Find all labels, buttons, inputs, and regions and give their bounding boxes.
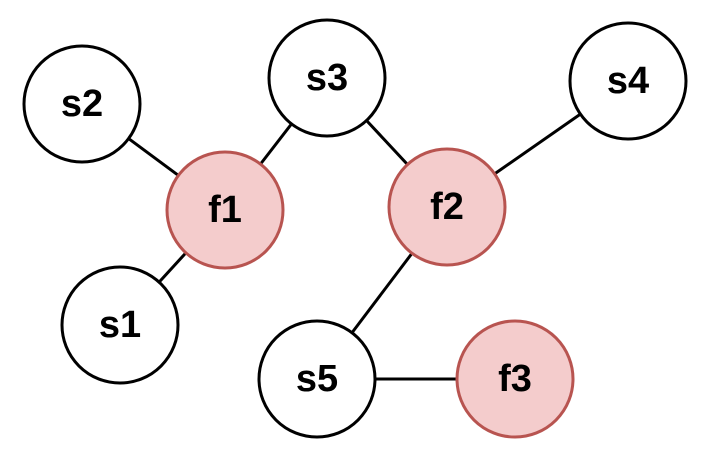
edge-f1-s3 — [259, 122, 293, 166]
node-circle-s5 — [257, 319, 377, 439]
node-circle-f2 — [387, 147, 507, 267]
edge-s2-f1 — [127, 137, 180, 177]
node-circle-f1 — [165, 150, 285, 270]
node-label-f2: f2 — [430, 186, 464, 228]
node-f2: f2 — [387, 147, 507, 267]
node-label-s1: s1 — [99, 304, 141, 346]
node-circle-s4 — [568, 21, 688, 141]
node-label-s2: s2 — [61, 83, 103, 125]
node-circle-f3 — [455, 319, 575, 439]
node-circle-s2 — [22, 44, 142, 164]
node-circle-s3 — [267, 18, 387, 138]
node-s2: s2 — [22, 44, 142, 164]
node-label-f3: f3 — [498, 358, 532, 400]
node-circle-s1 — [60, 265, 180, 385]
edge-f2-s4 — [493, 112, 582, 176]
node-label-s4: s4 — [607, 60, 649, 102]
node-s3: s3 — [267, 18, 387, 138]
node-s4: s4 — [568, 21, 688, 141]
node-label-s3: s3 — [306, 57, 348, 99]
edges-layer — [127, 112, 582, 381]
edge-f1-s1 — [157, 251, 188, 284]
edge-s3-f2 — [365, 119, 409, 166]
node-f1: f1 — [165, 150, 285, 270]
node-s1: s1 — [60, 265, 180, 385]
node-f3: f3 — [455, 319, 575, 439]
edge-f2-s5 — [350, 252, 414, 334]
nodes-layer: s1 s2 s3 s4 s5 f1 f2 f3 — [22, 18, 688, 439]
node-s5: s5 — [257, 319, 377, 439]
node-label-f1: f1 — [208, 189, 242, 231]
node-label-s5: s5 — [296, 358, 338, 400]
